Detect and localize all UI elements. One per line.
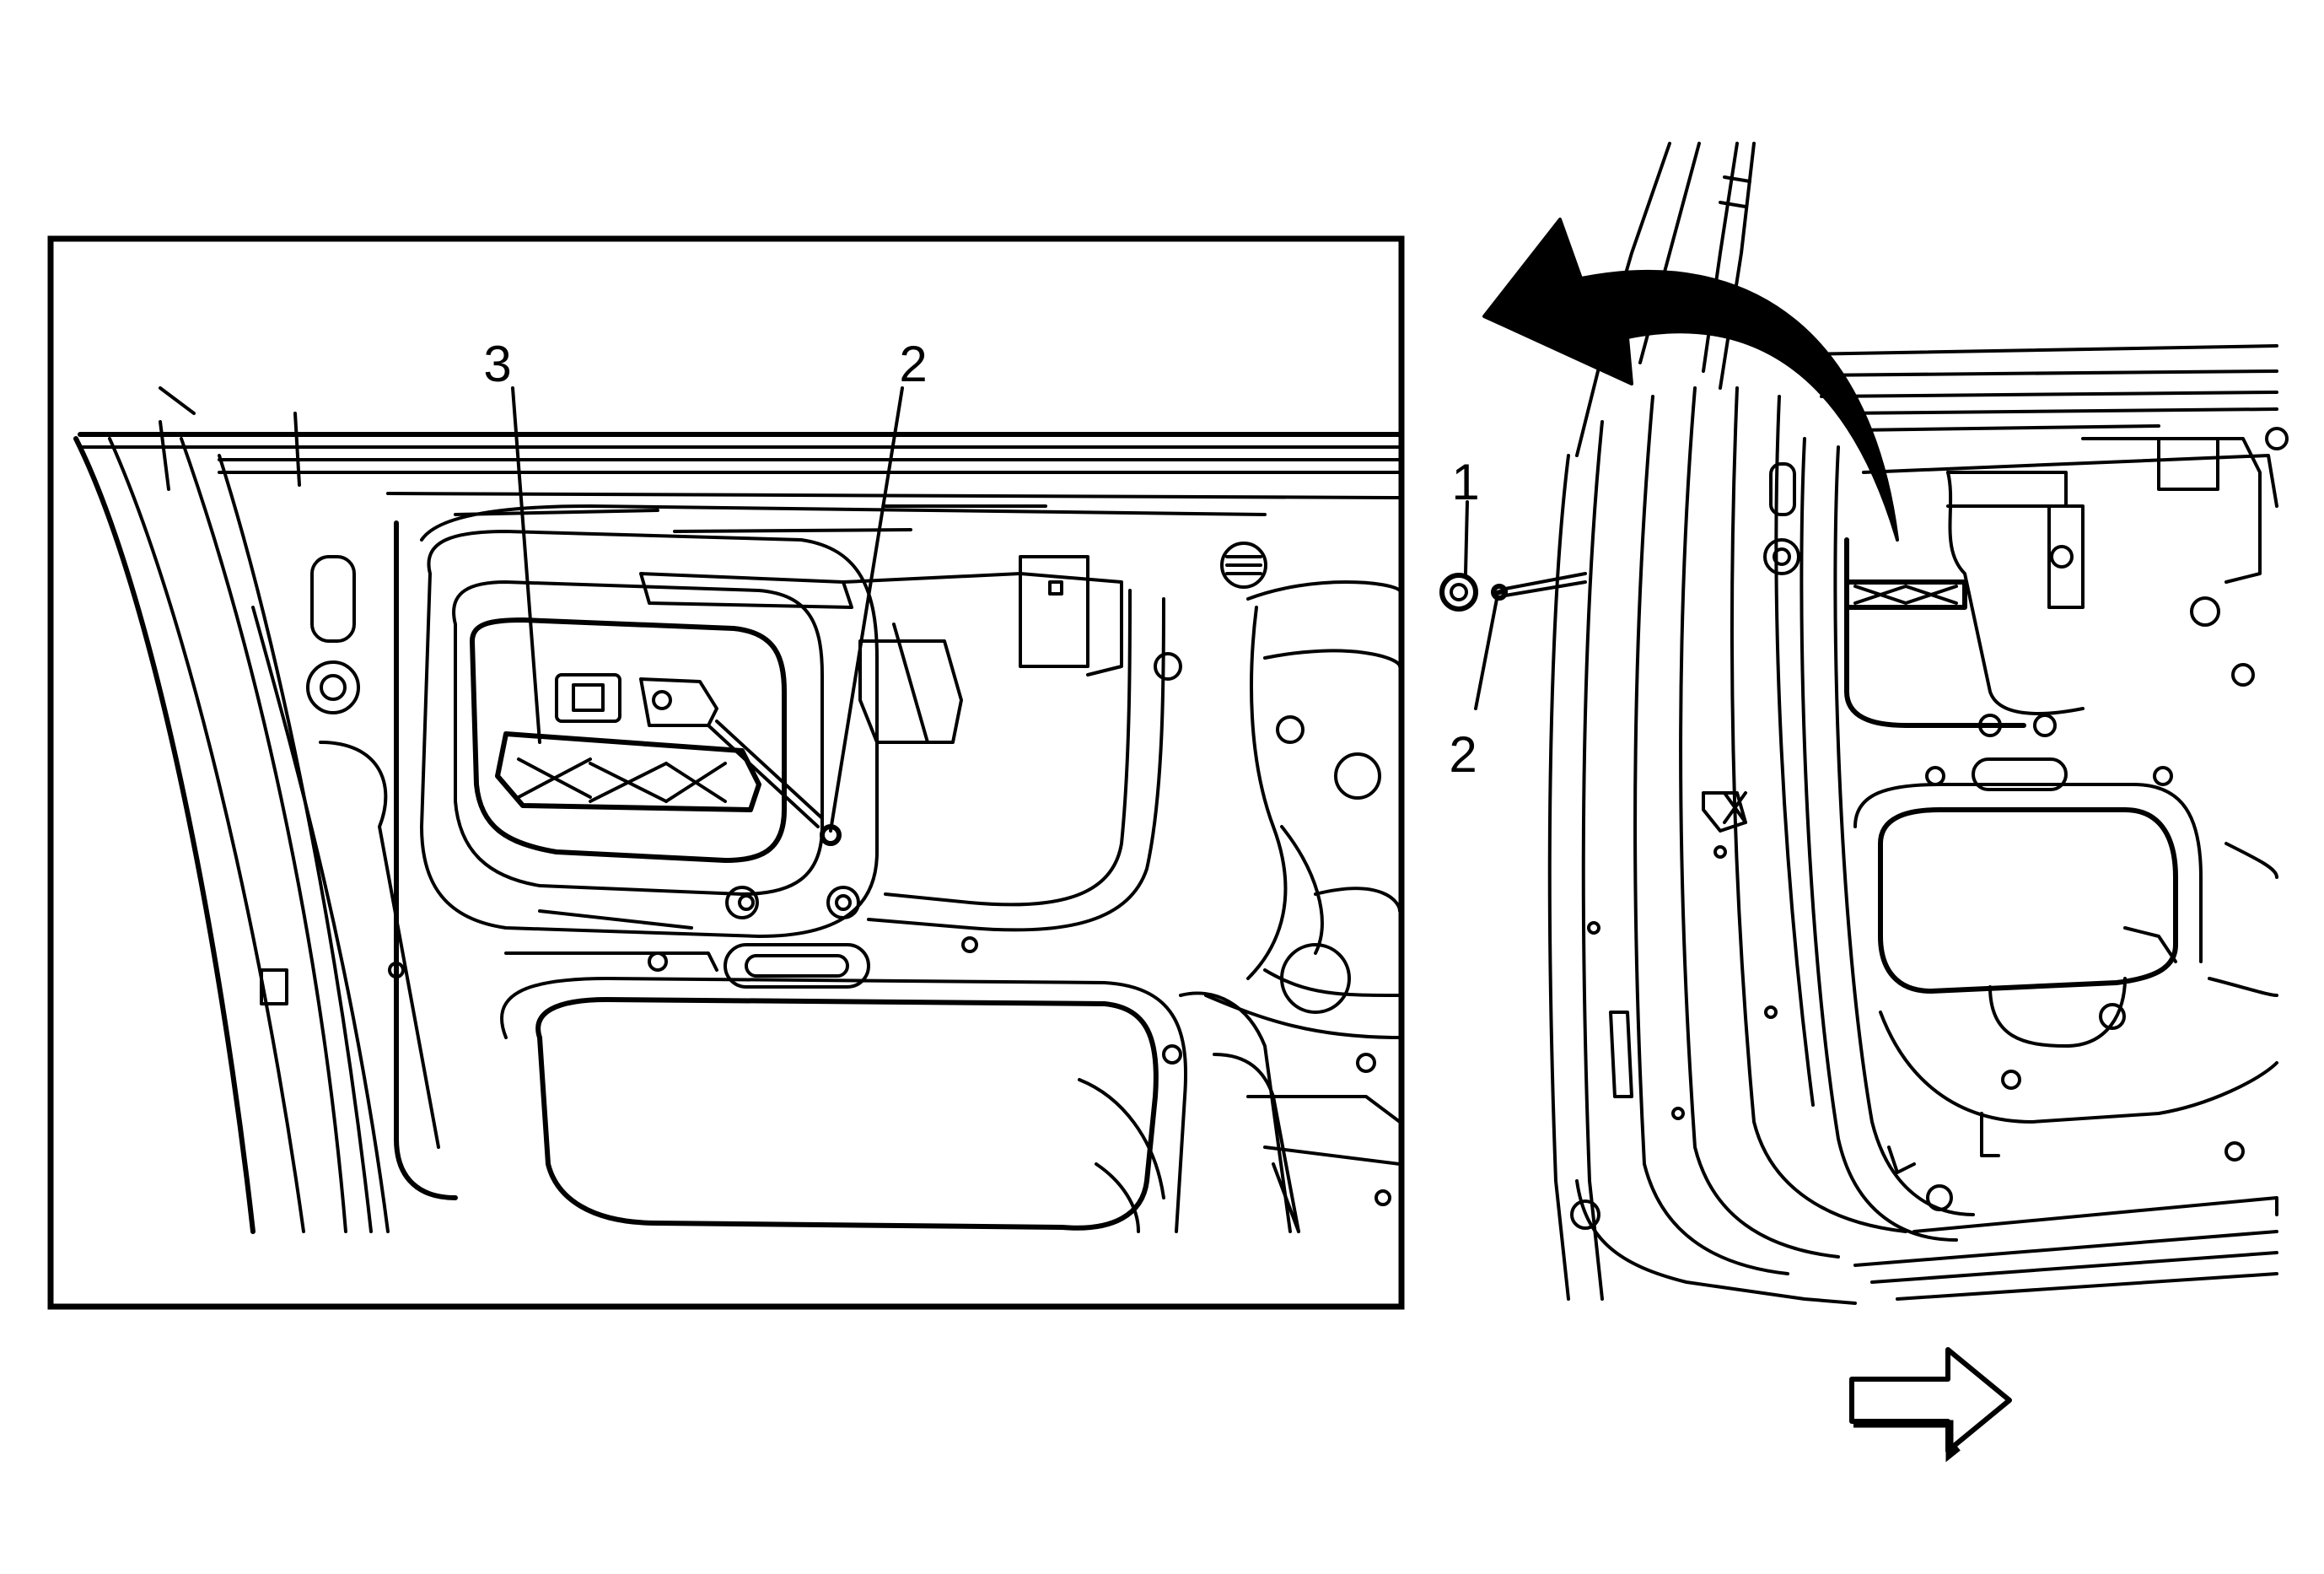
nut-icon: [1439, 573, 1478, 612]
handle-access-opening: [420, 530, 879, 938]
overview-handle-area: [1702, 427, 2289, 859]
callout-1-overview: 1: [1451, 454, 1479, 510]
door-panel-outline: [1799, 344, 2278, 1301]
lower-panel: [388, 909, 1400, 1233]
callout-2-overview: 2: [1449, 726, 1477, 783]
door-hinge-pillar: [73, 386, 390, 1234]
callout-2-detail: 2: [899, 336, 927, 392]
overview-nut-and-bolt: [1439, 500, 1587, 710]
inner-reinforcement: [639, 542, 1400, 1039]
right-arrow-icon: [1849, 1347, 2012, 1463]
callout-3-detail: 3: [483, 336, 511, 392]
curved-arrow-icon: [1482, 218, 1899, 542]
inner-panel: [306, 504, 1267, 1200]
door-frame-pillar: [1547, 142, 1907, 1305]
detail-frame: [47, 235, 1405, 1310]
handle-bolt: [707, 720, 842, 846]
detail-view: 3 2: [47, 235, 1405, 1310]
outside-handle-bracket: [495, 673, 761, 812]
overview-lower-panel: [1570, 783, 2278, 1230]
overview-view: 1 2: [1439, 142, 2289, 1463]
door-top-edge: [78, 432, 1400, 533]
